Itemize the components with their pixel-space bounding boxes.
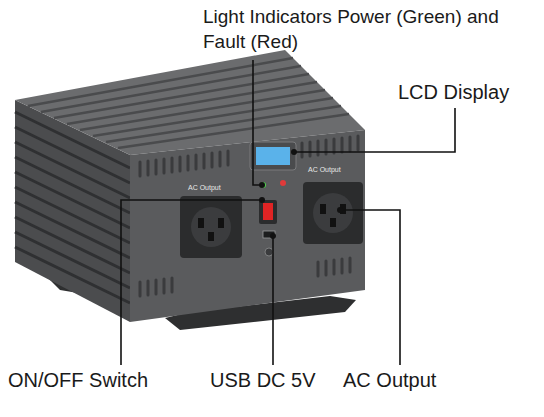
top-fins	[28, 58, 349, 148]
ground-terminal	[265, 248, 273, 256]
outlet-face	[313, 193, 353, 233]
outlet-pin	[320, 204, 326, 214]
leader-lines	[121, 60, 455, 365]
callout-label: Light Indicators Power (Green) and Fault…	[203, 4, 508, 54]
outlet-pin	[330, 218, 336, 227]
outlet-face	[191, 207, 231, 247]
callout-label: ON/OFF Switch	[8, 368, 208, 392]
lcd-frame	[250, 142, 296, 170]
ac-outlet	[303, 182, 363, 244]
front-face	[130, 130, 365, 322]
vent-slots	[140, 136, 358, 296]
leader-dots	[259, 149, 343, 239]
usb-port	[263, 231, 275, 238]
panel-label: AC Output	[188, 184, 248, 192]
callout-label: LCD Display	[398, 80, 538, 104]
outlet-pin	[198, 218, 204, 228]
outlet-pin	[208, 232, 214, 241]
panel-label: AC Output	[308, 166, 368, 174]
callout-label: AC Output	[343, 368, 473, 392]
fault-led	[280, 180, 286, 186]
on-off-switch	[263, 203, 273, 220]
switch-housing	[259, 200, 277, 224]
callout-label: USB DC 5V	[210, 368, 340, 392]
outlet-pin	[218, 218, 224, 228]
lcd-screen	[256, 147, 290, 165]
power-led	[260, 182, 266, 188]
ac-outlet	[180, 196, 242, 258]
